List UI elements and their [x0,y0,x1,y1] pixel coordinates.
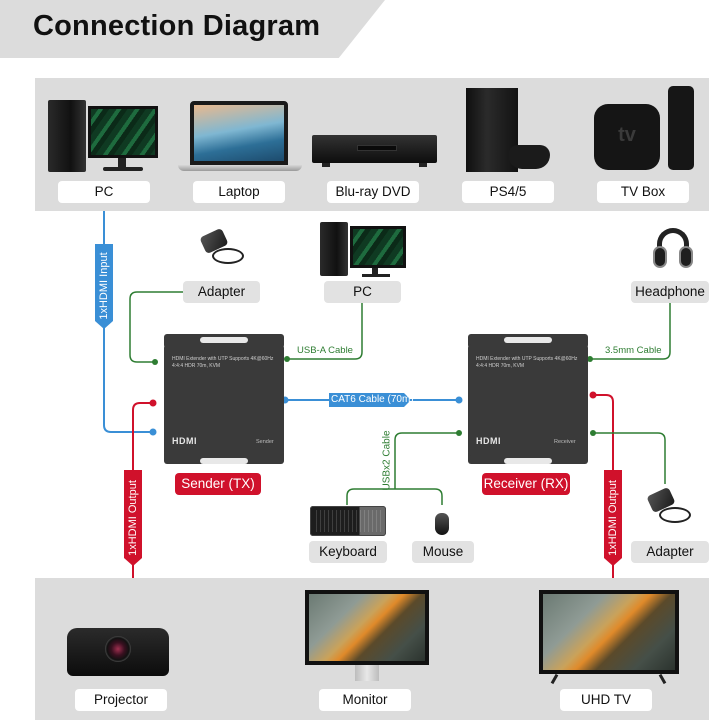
receiver-hdmi-output-port-dot [589,391,597,399]
sender-hdmi-output-tag-label: 1xHDMI Output [127,480,139,556]
usbx2-port-dot [456,430,462,436]
sender-power-cable [129,291,183,363]
usbx2-cable-label: USBx2 Cable [381,430,393,491]
hdmi-input-cable [103,211,153,433]
receiver-power-port-dot [590,430,596,436]
hdmi-input-tag [95,244,113,329]
page-title: Connection Diagram [33,10,321,42]
receiver-adapter-label: Adapter [631,541,709,563]
headphone-label: Headphone [631,281,709,303]
mount-slot [200,458,248,464]
apple-tv-icon: tv [594,86,694,176]
cat6-receiver-port-dot [455,396,463,404]
hdmi-logo: HDMI [476,436,501,446]
usb-a-cable-label: USB-A Cable [297,345,353,356]
source-label-ps4: PS4/5 [462,181,554,203]
hdmi-input-port-dot [149,428,157,436]
usb-a-port-dot [284,356,290,362]
keyboard-label: Keyboard [309,541,387,563]
receiver-device: HDMI Extender with UTP Supports 4K@60Hz … [468,337,588,464]
display-label-uhd-tv: UHD TV [560,689,652,711]
usb-a-cable [287,301,363,360]
audio-port-dot [587,356,593,362]
mount-slot [504,337,552,343]
bluray-player-icon [312,135,437,170]
cat6-cable-label: CAT6 Cable (70m) [331,394,414,405]
source-label-pc: PC [58,181,150,203]
sender-power-port-dot [152,359,158,365]
sender-adapter-label: Adapter [183,281,260,303]
game-console-icon [464,88,554,174]
display-label-monitor: Monitor [319,689,411,711]
receiver-hdmi-output-tag-label: 1xHDMI Output [607,480,619,556]
sender-description: HDMI Extender with UTP Supports 4K@60Hz … [172,356,274,369]
sender-role-text: Sender [256,439,274,445]
receiver-hdmi-output-cable [593,394,614,578]
receiver-rx-label: Receiver (RX) [482,473,570,495]
cat6-label-tag [329,393,411,407]
mount-slot [200,337,248,343]
mount-slot [504,458,552,464]
desktop-pc-icon [320,222,406,278]
usbx2-cable [394,432,459,489]
kvm-pc-label: PC [324,281,401,303]
power-adapter-icon [198,226,248,276]
uhd-tv-icon [539,590,679,686]
sender-tx-label: Sender (TX) [175,473,261,495]
headphone-icon [653,228,693,274]
sender-hdmi-output-tag [124,470,142,566]
audio-cable [590,301,671,360]
display-label-projector: Projector [75,689,167,711]
hdmi-logo: HDMI [172,436,197,446]
source-label-bluray: Blu-ray DVD [327,181,419,203]
receiver-power-cable [593,432,666,484]
projector-icon [67,628,169,680]
source-label-tv-box: TV Box [597,181,689,203]
receiver-role-text: Receiver [554,439,576,445]
laptop-icon [178,101,302,173]
receiver-description: HDMI Extender with UTP Supports 4K@60Hz … [476,356,578,369]
title-banner [0,0,385,58]
audio-cable-label: 3.5mm Cable [605,345,662,356]
receiver-hdmi-output-tag [604,470,622,566]
hdmi-input-tag-label: 1xHDMI Input [98,252,110,320]
keyboard-icon [310,506,386,536]
keyboard-mouse-split [346,488,443,505]
power-adapter-icon [645,486,695,532]
monitor-icon [305,590,429,686]
sender-hdmi-output-cable [132,402,153,578]
sender-hdmi-output-port-dot [149,399,157,407]
mouse-icon [435,513,449,535]
desktop-pc-icon [48,100,158,175]
sender-device: HDMI Extender with UTP Supports 4K@60Hz … [164,337,284,464]
mouse-label: Mouse [412,541,474,563]
source-label-laptop: Laptop [193,181,285,203]
